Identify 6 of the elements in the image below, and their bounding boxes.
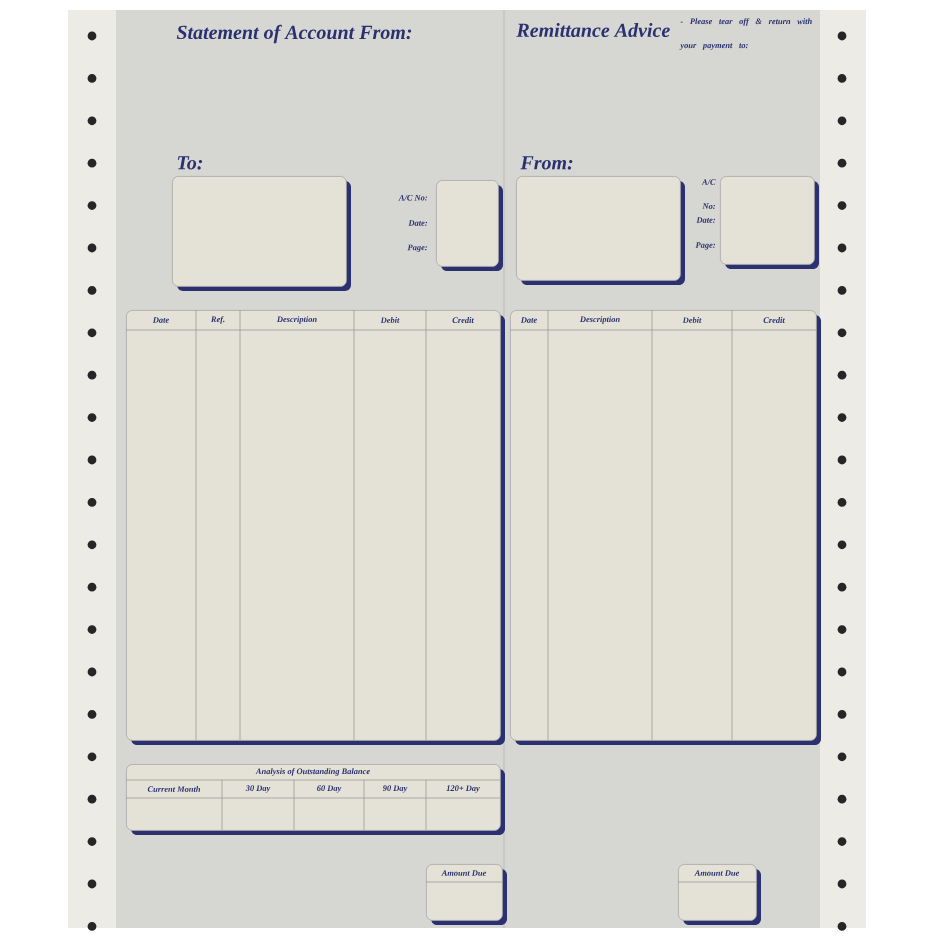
remittance-heading: Remittance Advice — [516, 22, 670, 38]
address-box: From: — [516, 156, 685, 285]
node-label: To: — [177, 156, 203, 170]
address-box: To: — [172, 156, 351, 291]
statement-heading: Statement of Account From: — [176, 24, 412, 44]
node-label: From: — [520, 156, 573, 170]
